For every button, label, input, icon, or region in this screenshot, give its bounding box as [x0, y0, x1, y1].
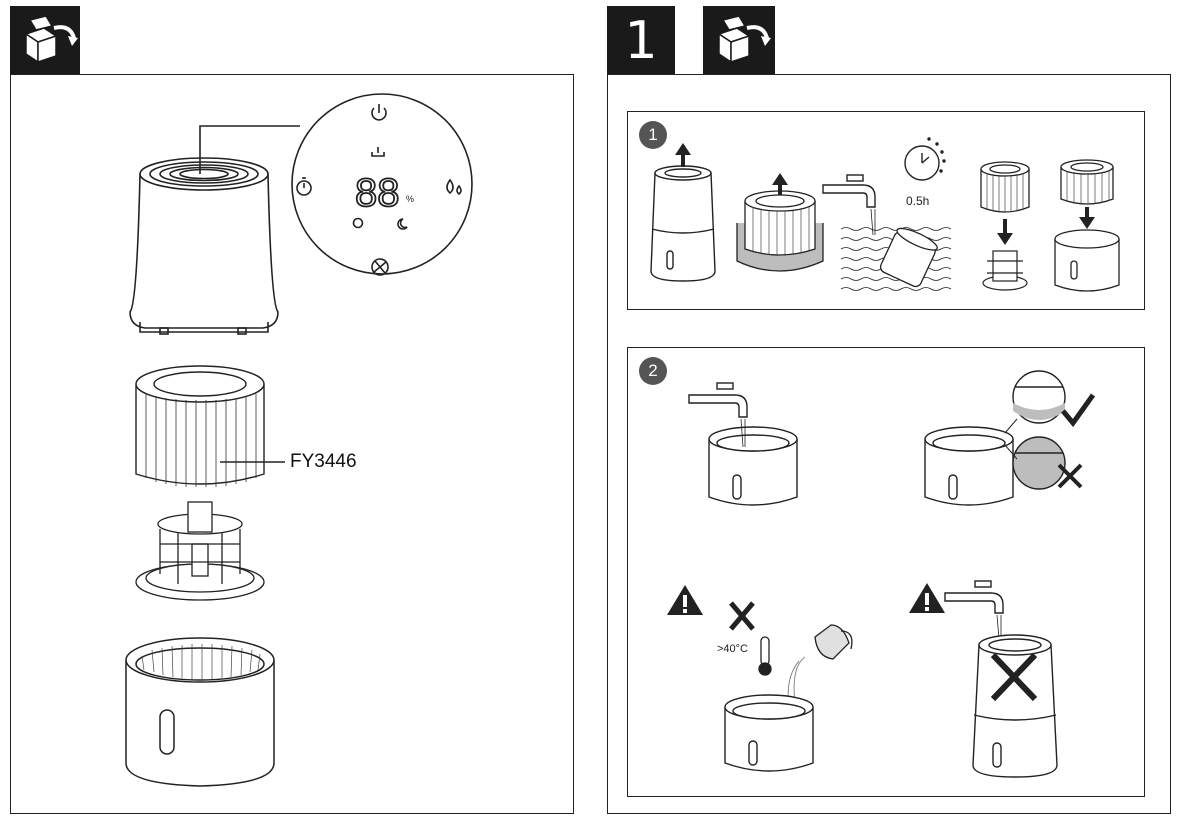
- step2-box: [627, 347, 1145, 797]
- fan-icon: [371, 258, 389, 276]
- thermometer-icon: [758, 636, 772, 676]
- left-header-tab: [10, 6, 80, 76]
- step-number: 1: [624, 11, 658, 71]
- warning-icon: [909, 583, 945, 613]
- unbox-icon: [717, 15, 771, 64]
- sleep-mode-icon: [397, 218, 408, 230]
- cross-icon: [990, 652, 1038, 702]
- unbox-icon: [24, 15, 78, 64]
- cross-icon: [729, 601, 755, 631]
- left-panel: [10, 74, 574, 814]
- auto-mode-icon: [352, 217, 364, 229]
- power-icon: [371, 104, 387, 121]
- step2-illustration: >40°C: [667, 370, 1096, 778]
- temperature-limit-label: >40°C: [717, 643, 748, 655]
- filter-model-label: FY3446: [290, 451, 357, 472]
- warning-icon: [667, 585, 703, 615]
- humidity-drops-icon: [446, 178, 462, 196]
- product-parts-illustration: 88 %: [125, 93, 473, 787]
- step1-illustration: 0.5h: [650, 137, 1120, 292]
- cross-icon: [1057, 463, 1083, 489]
- display-percent: %: [406, 194, 414, 204]
- soak-time-label: 0.5h: [906, 194, 929, 208]
- step-number-tab: 1: [607, 6, 675, 76]
- step1-badge: 1: [639, 121, 667, 149]
- check-icon: [1061, 393, 1096, 428]
- right-unbox-tab: [703, 6, 775, 76]
- display-digits: 88: [355, 171, 400, 215]
- timer-icon: [296, 177, 312, 196]
- step2-badge: 2: [639, 357, 667, 385]
- clock-icon: [904, 137, 946, 181]
- water-level-icon: [371, 147, 385, 157]
